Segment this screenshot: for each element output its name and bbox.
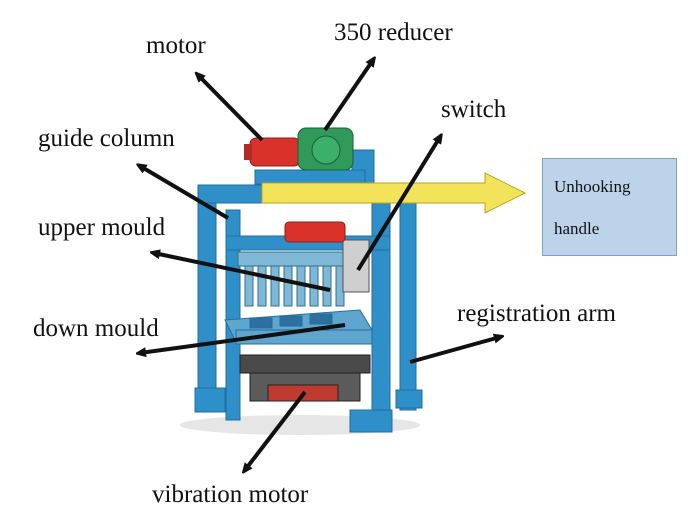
reducer-part — [298, 128, 353, 170]
label-guide-column: guide column — [38, 126, 175, 151]
reducer-arrow — [325, 60, 373, 130]
label-350-reducer: 350 reducer — [334, 20, 453, 45]
top-motor-part — [244, 138, 300, 166]
switch-box — [343, 240, 369, 292]
mid-motor-part — [285, 222, 345, 242]
registration-arm-arrow — [410, 337, 500, 362]
label-down-mould: down mould — [33, 316, 159, 341]
label-registration-arm: registration arm — [457, 301, 616, 326]
motor-arrow — [198, 75, 262, 140]
label-motor: motor — [146, 33, 206, 58]
label-upper-mould: upper mould — [38, 215, 165, 240]
callout-line-2: handle — [554, 219, 599, 239]
upper-mould-part — [238, 252, 358, 306]
label-vibration-motor: vibration motor — [152, 482, 308, 507]
label-switch: switch — [441, 97, 506, 122]
callout-line-1: Unhooking — [554, 177, 631, 197]
unhooking-handle-callout: Unhooking handle — [542, 158, 677, 256]
